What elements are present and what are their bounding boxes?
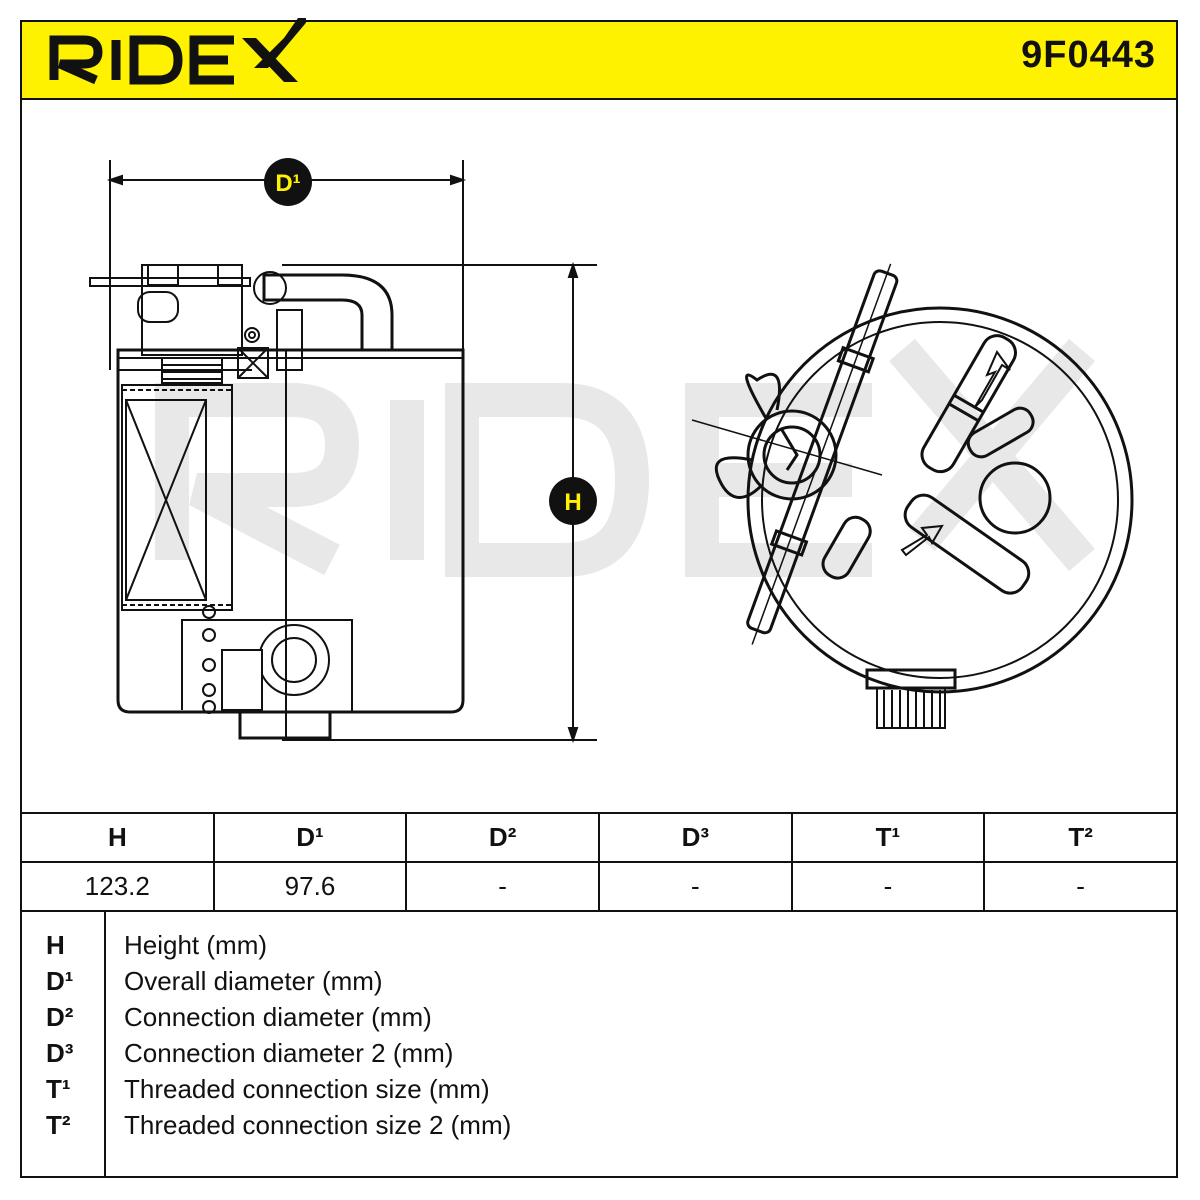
side-view bbox=[89, 160, 597, 744]
legend-item: D³ Connection diameter 2 (mm) bbox=[20, 1038, 1170, 1074]
legend-desc: Threaded connection size 2 (mm) bbox=[124, 1110, 512, 1140]
legend-desc: Height (mm) bbox=[124, 930, 268, 960]
spec-header-d1: D¹ bbox=[212, 812, 408, 863]
legend-item: D² Connection diameter (mm) bbox=[20, 1002, 1170, 1038]
spec-header-d3: D³ bbox=[597, 812, 793, 863]
spec-value-t1: - bbox=[790, 861, 986, 912]
d1-marker-label: D¹ bbox=[275, 170, 300, 197]
legend-abbr: H bbox=[46, 930, 65, 960]
spec-header-row: H D¹ D² D³ T¹ T² bbox=[20, 812, 1178, 863]
d1-marker: D¹ bbox=[264, 158, 312, 206]
spec-header-h: H bbox=[20, 812, 215, 863]
spec-header-t2: T² bbox=[983, 812, 1178, 863]
h-marker-label: H bbox=[564, 489, 581, 516]
legend-desc: Connection diameter 2 (mm) bbox=[124, 1038, 454, 1068]
technical-drawing: D¹ H bbox=[89, 158, 1134, 744]
legend-item: T¹ Threaded connection size (mm) bbox=[20, 1074, 1170, 1110]
spec-header-d2: D² bbox=[405, 812, 600, 863]
spec-table: H D¹ D² D³ T¹ T² 123.2 97.6 - - - - bbox=[20, 812, 1178, 912]
ridex-logo bbox=[49, 18, 306, 85]
legend-desc: Connection diameter (mm) bbox=[124, 1002, 432, 1032]
legend-abbr: D² bbox=[46, 1002, 74, 1032]
legend-item: T² Threaded connection size 2 (mm) bbox=[20, 1110, 1170, 1146]
spec-value-d2: - bbox=[405, 861, 600, 912]
legend-abbr: T² bbox=[46, 1110, 71, 1140]
ridex-watermark bbox=[155, 338, 1096, 577]
legend-desc: Overall diameter (mm) bbox=[124, 966, 383, 996]
legend-item: D¹ Overall diameter (mm) bbox=[20, 966, 1170, 1002]
legend-desc: Threaded connection size (mm) bbox=[124, 1074, 490, 1104]
spec-value-h: 123.2 bbox=[20, 861, 215, 912]
h-marker: H bbox=[549, 477, 597, 525]
spec-value-d3: - bbox=[597, 861, 793, 912]
legend-divider bbox=[104, 910, 106, 1176]
spec-header-t1: T¹ bbox=[790, 812, 986, 863]
legend-item: H Height (mm) bbox=[20, 930, 1170, 966]
legend-abbr: T¹ bbox=[46, 1074, 71, 1104]
spec-value-t2: - bbox=[983, 861, 1178, 912]
legend: H Height (mm) D¹ Overall diameter (mm) D… bbox=[20, 910, 1178, 1178]
spec-value-d1: 97.6 bbox=[212, 861, 408, 912]
part-number: 9F0443 bbox=[1021, 34, 1156, 76]
top-view bbox=[691, 263, 1134, 729]
legend-abbr: D¹ bbox=[46, 966, 74, 996]
spec-value-row: 123.2 97.6 - - - - bbox=[20, 861, 1178, 912]
legend-abbr: D³ bbox=[46, 1038, 74, 1068]
